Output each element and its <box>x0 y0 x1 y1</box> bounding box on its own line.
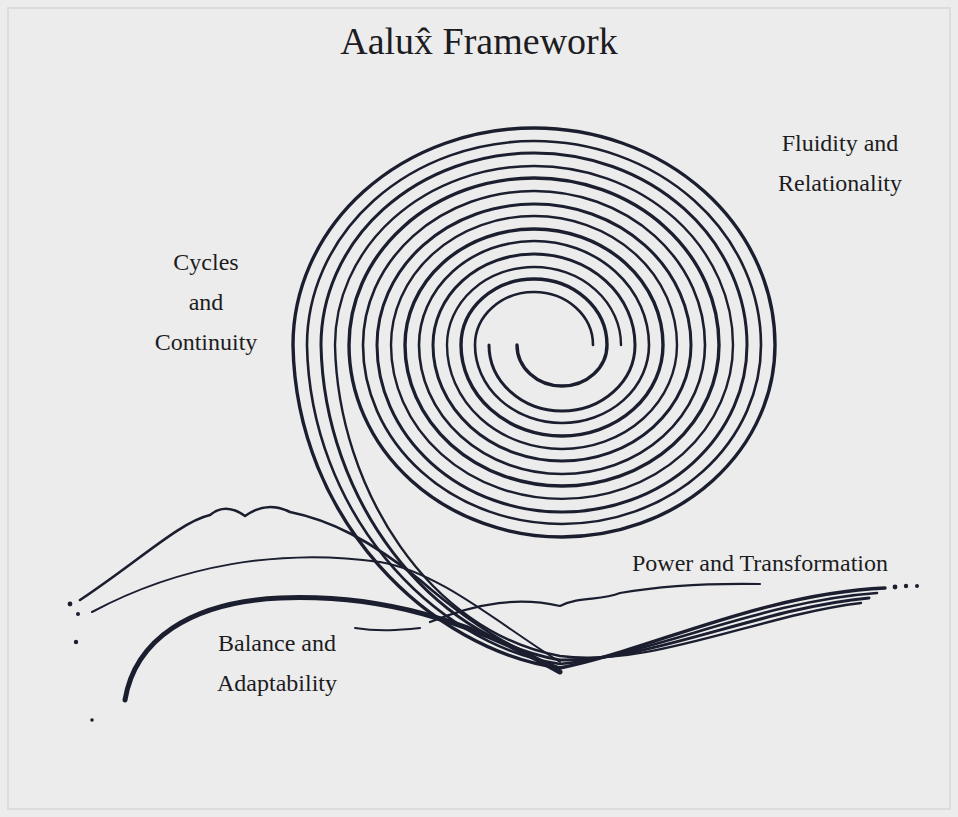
trail-dot <box>76 612 80 616</box>
trail-dot <box>90 718 94 722</box>
wave-line <box>430 584 760 622</box>
trail-dot <box>904 584 908 588</box>
paper-edge <box>8 8 950 809</box>
theme-label: Power and Transformation <box>628 548 892 578</box>
diagram-title: Aalux̂ Framework <box>336 18 622 64</box>
wave-line <box>125 598 560 700</box>
trail-dot <box>893 585 898 590</box>
wave-line <box>355 628 420 630</box>
theme-label: Fluidity and Relationality <box>774 123 906 203</box>
spiral-strand <box>293 128 885 668</box>
trail-dot <box>915 584 919 588</box>
trail-dot <box>68 602 73 607</box>
spiral-strand <box>321 153 869 660</box>
spiral-strand <box>335 166 861 658</box>
theme-label: Balance and Adaptability <box>213 623 341 703</box>
theme-label: Cycles and Continuity <box>151 242 262 362</box>
spiral-strand <box>307 141 877 664</box>
trail-dot <box>74 640 78 644</box>
